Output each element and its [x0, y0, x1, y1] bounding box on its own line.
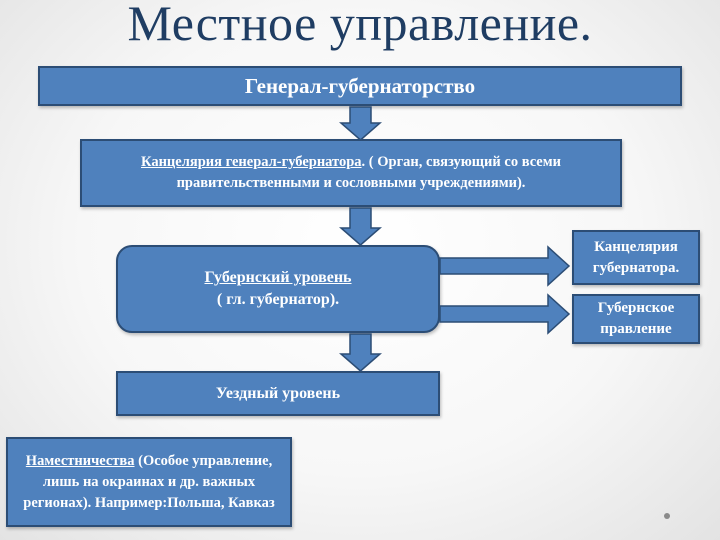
viceroyalties-description: (Особое управление, лишь на окраинах и д… — [23, 452, 275, 511]
arrow-down-2 — [338, 207, 383, 246]
arrow-down-3 — [338, 333, 383, 372]
slide-title: Местное управление. — [127, 0, 593, 51]
governor-general-chancery-text: Канцелярия генерал-губернатора. ( Орган,… — [90, 152, 612, 194]
general-governorship-box: Генерал-губернаторство — [38, 66, 682, 106]
governor-general-chancery-name: Канцелярия генерал-губернатора — [141, 154, 362, 170]
viceroyalties-name: Наместничества — [25, 452, 135, 469]
viceroyalties-text: Наместничества (Особое управление, лишь … — [12, 451, 286, 514]
governor-chancery-line2: губернатора. — [592, 259, 680, 276]
arrow-right-2 — [439, 293, 571, 335]
provincial-board-line2: правление — [600, 321, 672, 337]
governor-general-chancery-box: Канцелярия генерал-губернатора. ( Орган,… — [80, 139, 622, 207]
provincial-board-line1: Губернское — [597, 300, 675, 316]
arrow-right-1 — [439, 245, 571, 287]
arrow-down-1 — [338, 106, 383, 141]
governor-chancery-box: Канцелярия губернатора. — [572, 230, 700, 285]
provincial-level-box: Губернский уровень ( гл. губернатор). — [116, 245, 440, 333]
viceroyalties-box: Наместничества (Особое управление, лишь … — [6, 437, 292, 527]
provincial-board-box: Губернское правление — [572, 294, 700, 344]
district-level-label: Уездный уровень — [215, 384, 341, 402]
general-governorship-label: Генерал-губернаторство — [244, 73, 476, 98]
slide-dot — [664, 513, 670, 519]
provincial-level-label: Губернский уровень — [204, 269, 352, 286]
governor-general-chancery-description: . ( Орган, связующий со всеми правительс… — [176, 154, 561, 191]
governor-chancery-line1: Канцелярия — [594, 238, 678, 255]
district-level-box: Уездный уровень — [116, 371, 440, 416]
provincial-level-note: ( гл. губернатор). — [216, 291, 340, 308]
